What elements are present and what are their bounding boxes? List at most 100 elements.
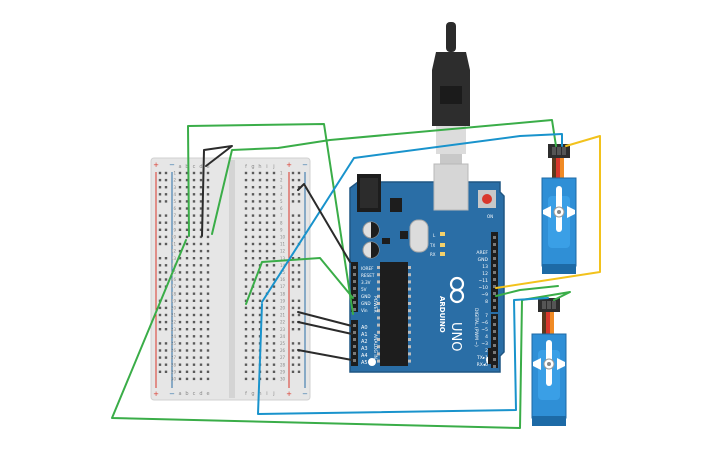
- breadboard-hole[interactable]: [206, 356, 210, 359]
- breadboard-hole[interactable]: [258, 186, 262, 189]
- breadboard-hole[interactable]: [178, 320, 182, 324]
- rail-hole[interactable]: [297, 363, 301, 366]
- header-pin[interactable]: [493, 285, 496, 288]
- breadboard-hole[interactable]: [244, 356, 248, 359]
- breadboard-hole[interactable]: [258, 328, 262, 331]
- breadboard-hole[interactable]: [265, 186, 269, 189]
- breadboard-hole[interactable]: [199, 285, 203, 288]
- breadboard-hole[interactable]: [178, 228, 182, 231]
- rail-hole[interactable]: [297, 171, 301, 175]
- rail-hole[interactable]: [291, 214, 295, 217]
- breadboard-hole[interactable]: [244, 306, 248, 310]
- breadboard-hole[interactable]: [244, 363, 248, 366]
- breadboard-hole[interactable]: [178, 356, 182, 359]
- breadboard-hole[interactable]: [272, 200, 276, 203]
- breadboard-hole[interactable]: [206, 178, 210, 182]
- breadboard-hole[interactable]: [244, 349, 248, 352]
- header-pin[interactable]: [353, 324, 356, 327]
- rail-hole[interactable]: [164, 278, 168, 281]
- breadboard-hole[interactable]: [206, 313, 210, 317]
- breadboard-hole[interactable]: [206, 320, 210, 324]
- breadboard-hole[interactable]: [251, 221, 255, 224]
- breadboard-hole[interactable]: [265, 335, 269, 338]
- breadboard-hole[interactable]: [272, 271, 276, 274]
- breadboard-hole[interactable]: [192, 370, 196, 373]
- breadboard-hole[interactable]: [244, 207, 248, 210]
- rail-hole[interactable]: [291, 370, 295, 373]
- breadboard-hole[interactable]: [251, 249, 255, 253]
- breadboard-hole[interactable]: [185, 171, 189, 175]
- breadboard-hole[interactable]: [199, 200, 203, 203]
- breadboard-hole[interactable]: [258, 299, 262, 302]
- breadboard-hole[interactable]: [199, 377, 203, 381]
- breadboard-hole[interactable]: [244, 328, 248, 331]
- breadboard-hole[interactable]: [185, 186, 189, 189]
- breadboard-hole[interactable]: [265, 278, 269, 281]
- breadboard-hole[interactable]: [185, 235, 189, 239]
- rail-hole[interactable]: [291, 235, 295, 239]
- breadboard-hole[interactable]: [178, 377, 182, 381]
- rail-hole[interactable]: [158, 186, 162, 189]
- breadboard-hole[interactable]: [258, 221, 262, 224]
- breadboard-hole[interactable]: [185, 207, 189, 210]
- rail-hole[interactable]: [297, 186, 301, 189]
- breadboard-hole[interactable]: [244, 342, 248, 345]
- rail-hole[interactable]: [297, 235, 301, 239]
- rail-hole[interactable]: [291, 271, 295, 274]
- breadboard-hole[interactable]: [199, 235, 203, 239]
- breadboard-hole[interactable]: [192, 328, 196, 331]
- wires[interactable]: [111, 119, 601, 429]
- breadboard-hole[interactable]: [178, 200, 182, 203]
- rail-hole[interactable]: [164, 370, 168, 373]
- breadboard-hole[interactable]: [192, 200, 196, 203]
- breadboard-hole[interactable]: [258, 171, 262, 175]
- rail-hole[interactable]: [158, 328, 162, 331]
- breadboard-hole[interactable]: [251, 320, 255, 324]
- breadboard-hole[interactable]: [192, 171, 196, 175]
- breadboard-hole[interactable]: [192, 349, 196, 352]
- breadboard-hole[interactable]: [185, 349, 189, 352]
- breadboard-hole[interactable]: [206, 186, 210, 189]
- breadboard-hole[interactable]: [206, 193, 210, 196]
- breadboard-hole[interactable]: [185, 278, 189, 281]
- breadboard-hole[interactable]: [244, 193, 248, 196]
- rail-hole[interactable]: [297, 306, 301, 310]
- breadboard-hole[interactable]: [251, 228, 255, 231]
- rail-hole[interactable]: [164, 193, 168, 196]
- header-pin[interactable]: [493, 351, 496, 354]
- breadboard-hole[interactable]: [185, 271, 189, 274]
- breadboard-hole[interactable]: [199, 349, 203, 352]
- header-pin[interactable]: [353, 280, 356, 283]
- breadboard-hole[interactable]: [244, 178, 248, 182]
- rail-hole[interactable]: [297, 370, 301, 373]
- breadboard-hole[interactable]: [192, 278, 196, 281]
- rail-hole[interactable]: [158, 214, 162, 217]
- breadboard-hole[interactable]: [244, 235, 248, 239]
- rail-hole[interactable]: [158, 313, 162, 317]
- breadboard-hole[interactable]: [185, 193, 189, 196]
- breadboard-hole[interactable]: [206, 328, 210, 331]
- breadboard-hole[interactable]: [272, 249, 276, 253]
- header-pin[interactable]: [493, 306, 496, 309]
- breadboard-hole[interactable]: [251, 292, 255, 295]
- breadboard-hole[interactable]: [178, 292, 182, 295]
- rail-hole[interactable]: [164, 349, 168, 352]
- breadboard-hole[interactable]: [206, 171, 210, 175]
- breadboard-hole[interactable]: [265, 349, 269, 352]
- breadboard-hole[interactable]: [199, 328, 203, 331]
- rail-hole[interactable]: [164, 313, 168, 317]
- rail-hole[interactable]: [158, 320, 162, 324]
- breadboard-hole[interactable]: [192, 193, 196, 196]
- breadboard-hole[interactable]: [206, 377, 210, 381]
- breadboard-hole[interactable]: [192, 221, 196, 224]
- header-pin[interactable]: [353, 294, 356, 297]
- breadboard-hole[interactable]: [272, 207, 276, 210]
- breadboard-hole[interactable]: [258, 257, 262, 260]
- breadboard-hole[interactable]: [178, 342, 182, 345]
- header-pin[interactable]: [493, 337, 496, 340]
- breadboard-hole[interactable]: [199, 271, 203, 274]
- breadboard-hole[interactable]: [244, 285, 248, 288]
- breadboard-hole[interactable]: [199, 214, 203, 217]
- rail-hole[interactable]: [164, 242, 168, 246]
- header-pin[interactable]: [493, 316, 496, 319]
